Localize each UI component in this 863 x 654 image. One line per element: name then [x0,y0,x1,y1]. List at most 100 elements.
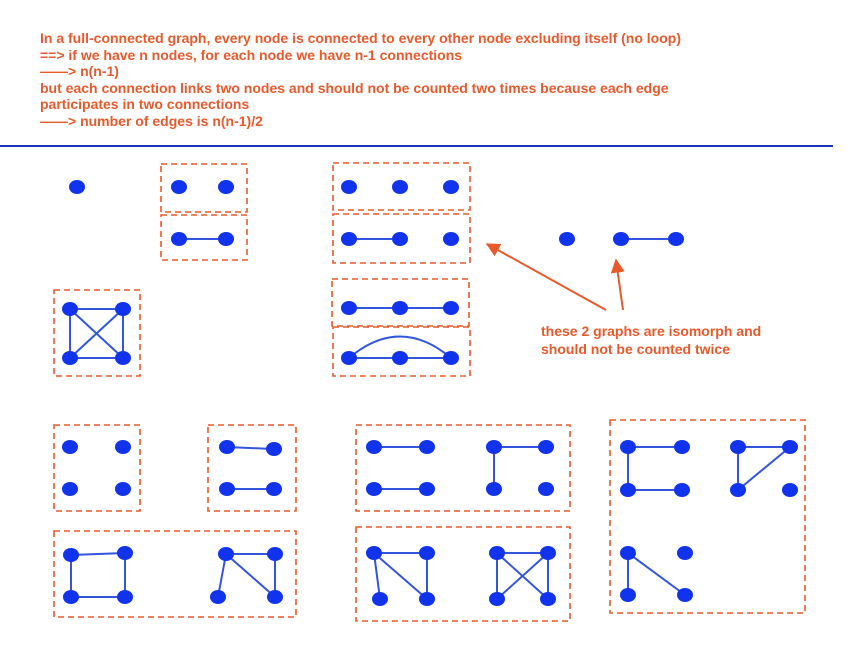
dashed-box [355,526,571,622]
node [171,232,187,246]
node [486,440,502,454]
dashed-box [53,424,141,512]
edge [496,552,549,600]
edge [627,552,686,596]
node [218,180,234,194]
node [117,590,133,604]
node [620,483,636,497]
dashed-box [355,424,571,512]
node [62,302,78,316]
node [219,482,235,496]
node [419,440,435,454]
node [443,301,459,315]
node [443,232,459,246]
node [538,440,554,454]
dashed-box [53,530,297,618]
node [218,547,234,561]
node [730,440,746,454]
node [486,482,502,496]
node [540,592,556,606]
node [443,351,459,365]
edge [225,553,276,598]
isomorph-annotation: these 2 graphs are isomorph and should n… [541,322,761,358]
node [782,483,798,497]
header-line-3: ——> n(n-1) [40,63,119,79]
node [115,351,131,365]
node [63,590,79,604]
curved-edge [348,335,452,359]
node [62,351,78,365]
dashed-box [207,424,297,512]
node [677,546,693,560]
node [620,440,636,454]
node [392,232,408,246]
dashed-box [332,162,471,211]
dashed-box [53,289,141,377]
node [117,546,133,560]
node [62,440,78,454]
header-line-4: but each connection links two nodes and … [40,79,669,96]
header-line-5: participates in two connections [40,96,250,112]
node [63,548,79,562]
node [538,482,554,496]
node [489,592,505,606]
graph-nodes [62,180,798,606]
divider-line [0,145,833,147]
graph-boxes [53,162,806,622]
node [341,232,357,246]
node [392,351,408,365]
arrows [485,243,625,311]
header-line-1: In a full-connected graph, every node is… [40,30,681,46]
node [115,302,131,316]
node [218,232,234,246]
edge [737,446,791,491]
node [219,440,235,454]
node [171,180,187,194]
dashed-box [160,163,248,213]
edge [217,553,227,598]
header-line-2: ==> if we have n nodes, for each node we… [40,46,463,63]
node [620,588,636,602]
annotation-line-2: should not be counted twice [541,341,730,357]
node [69,180,85,194]
edge [70,552,126,556]
node [62,482,78,496]
dashed-box [160,214,248,261]
node [674,483,690,497]
node [115,440,131,454]
node [540,546,556,560]
node [341,301,357,315]
dashed-box [609,419,806,614]
node [267,590,283,604]
node [674,440,690,454]
header-line-6: ——> number of edges is n(n-1)/2 [40,112,263,129]
node [267,547,283,561]
node [392,301,408,315]
node [210,590,226,604]
node [489,546,505,560]
node [559,232,575,246]
node [419,592,435,606]
node [372,592,388,606]
annotation-line-1: these 2 graphs are isomorph and [541,323,762,339]
node [613,232,629,246]
node [366,546,382,560]
node [341,180,357,194]
header-text: In a full-connected graph, every node is… [40,30,840,129]
node [341,351,357,365]
edge [373,552,381,600]
dashed-box [332,326,471,377]
node [266,482,282,496]
node [266,442,282,456]
arrow-to-left-graph [485,243,607,311]
node [620,546,636,560]
node [730,483,746,497]
edge [69,308,124,359]
dashed-box [332,213,471,264]
node [419,546,435,560]
edge [373,552,428,600]
graph-edges [69,238,791,600]
node [419,482,435,496]
dashed-box [331,278,470,327]
node [392,180,408,194]
